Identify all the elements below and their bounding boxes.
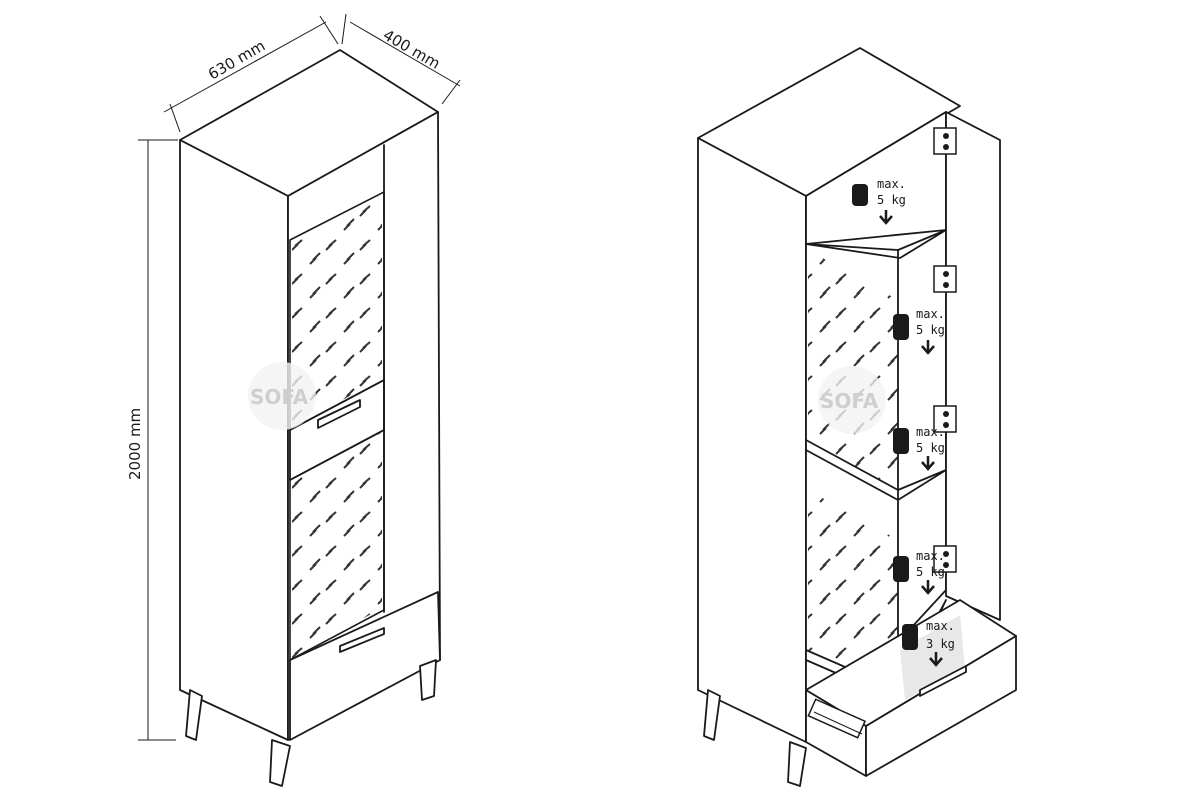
- watermark-left: SOFA: [248, 362, 316, 430]
- load-label-1-line2: 5 kg: [877, 193, 906, 207]
- dimension-height-label: 2000 mm: [126, 408, 144, 480]
- dimension-width-label: 630 mm: [205, 37, 268, 84]
- hinge-icon: [933, 405, 957, 433]
- down-arrow-icon: [929, 652, 943, 667]
- left-drawer-handle: [339, 627, 385, 653]
- left-leg-1: [185, 689, 203, 741]
- load-label-2: max. 5 kg: [893, 307, 945, 355]
- left-door-handle: [317, 399, 361, 429]
- right-cabinet-side: [697, 137, 807, 743]
- load-label-4: max. 5 kg: [893, 549, 945, 595]
- weight-icon: [893, 556, 909, 582]
- load-label-2-line1: max.: [916, 307, 945, 321]
- load-label-4-line1: max.: [916, 549, 945, 563]
- left-leg-2: [269, 739, 291, 787]
- weight-icon: [852, 184, 868, 206]
- dimension-height: 2000 mm: [126, 139, 178, 741]
- hinge-icon: [933, 545, 957, 573]
- weight-icon: [893, 314, 909, 340]
- left-drawer: [289, 591, 441, 741]
- down-arrow-icon: [921, 340, 935, 355]
- load-label-3-line2: 5 kg: [916, 441, 945, 455]
- load-label-5-line2: 3 kg: [926, 637, 955, 651]
- left-leg-3: [419, 659, 437, 701]
- dimension-depth-label: 400 mm: [380, 26, 443, 73]
- watermark-right-text: SOFA: [820, 389, 879, 413]
- hinge-icon: [933, 265, 957, 293]
- open-drawer-handle: [919, 665, 967, 697]
- hinge-icon: [933, 127, 957, 155]
- left-cabinet-side: [179, 139, 289, 741]
- weight-icon: [893, 428, 909, 454]
- shelf-3: [805, 439, 947, 501]
- right-cabinet: [697, 47, 1017, 787]
- load-label-1: max. 5 kg: [852, 177, 906, 225]
- open-door: [945, 111, 1001, 621]
- down-arrow-icon: [921, 580, 935, 595]
- load-label-2-line2: 5 kg: [916, 323, 945, 337]
- left-cabinet: [179, 49, 441, 787]
- weight-icon: [902, 624, 918, 650]
- load-label-1-line1: max.: [877, 177, 906, 191]
- drawer-runner-icon: [807, 698, 866, 739]
- right-leg-1: [703, 689, 721, 741]
- load-label-3-line1: max.: [916, 425, 945, 439]
- down-arrow-icon: [879, 210, 893, 225]
- load-label-4-line2: 5 kg: [916, 565, 945, 579]
- watermark-left-text: SOFA: [250, 385, 309, 409]
- watermark-right: SOFA: [818, 366, 886, 434]
- down-arrow-icon: [921, 456, 935, 471]
- load-label-5: max. 3 kg: [902, 619, 955, 667]
- right-leg-2: [787, 741, 807, 787]
- load-label-3: max. 5 kg: [893, 425, 945, 471]
- load-label-5-line1: max.: [926, 619, 955, 633]
